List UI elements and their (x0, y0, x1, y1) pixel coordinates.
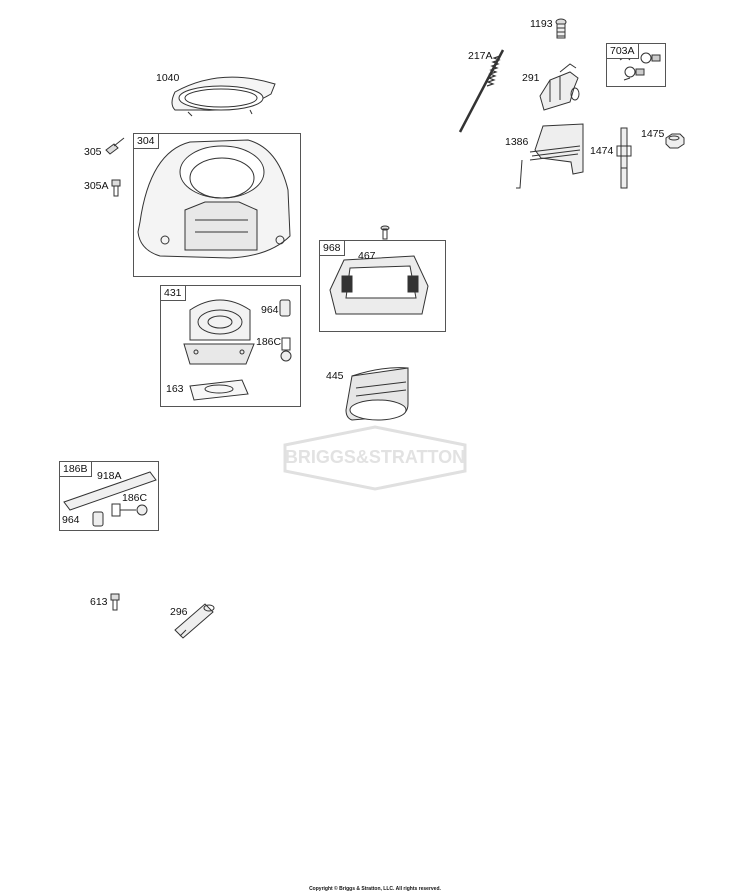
part-label-964-b: 964 (62, 514, 80, 526)
part-label-918A: 918A (97, 470, 122, 482)
part-1040-ring (171, 76, 276, 117)
part-label-445: 445 (326, 370, 344, 382)
part-label-1474: 1474 (590, 145, 614, 157)
group-label-186B: 186B (59, 461, 92, 477)
group-box-304: 304 (133, 133, 301, 277)
part-label-964-a: 964 (261, 304, 279, 316)
part-186C-fitting-b (111, 503, 148, 517)
part-296-shaft (174, 603, 215, 639)
part-964-spacer-a (279, 299, 291, 317)
group-label-703A: 703A (606, 43, 639, 59)
part-label-217A: 217A (468, 50, 493, 62)
part-217A-link-rod (458, 49, 505, 133)
group-box-186B: 186B (59, 461, 159, 531)
group-label-431: 431 (160, 285, 186, 301)
part-613-screw (110, 593, 120, 611)
part-163-gasket (189, 379, 249, 401)
part-918A-hose (63, 471, 157, 511)
part-305-screw (105, 137, 125, 155)
group-box-431: 431 (160, 285, 301, 407)
part-1474-shaft (616, 127, 632, 189)
group-box-968: 968 (319, 240, 446, 332)
part-968-cover (329, 255, 429, 315)
part-964-spacer-b (92, 511, 104, 527)
part-186C-fitting-a (280, 337, 292, 362)
part-431-base (183, 299, 255, 365)
part-label-613: 613 (90, 596, 108, 608)
part-label-1193: 1193 (530, 18, 553, 30)
part-label-1040: 1040 (156, 72, 180, 84)
group-label-968: 968 (319, 240, 345, 256)
part-291-bracket (539, 63, 580, 111)
part-1193-screw (555, 18, 567, 39)
part-label-291: 291 (522, 72, 540, 84)
part-1386-baffle (516, 123, 584, 189)
watermark-text: BRIGGS&STRATTON (285, 447, 465, 467)
part-304-blower-housing (137, 139, 291, 259)
copyright-notice: Copyright © Briggs & Stratton, LLC. All … (309, 886, 441, 892)
part-label-1475: 1475 (641, 128, 665, 140)
part-467-screw (380, 225, 390, 240)
part-305A-screw (111, 179, 121, 197)
part-label-186C-b: 186C (122, 492, 148, 504)
group-box-703A: 703A (606, 43, 666, 87)
part-label-305A: 305A (84, 180, 109, 192)
part-label-163: 163 (166, 383, 184, 395)
part-label-186C-a: 186C (256, 336, 282, 348)
part-1475-nut (665, 133, 685, 149)
part-label-1386: 1386 (505, 136, 529, 148)
part-label-467: 467 (358, 250, 376, 262)
group-label-304: 304 (133, 133, 159, 149)
brand-watermark: BRIGGS&STRATTON (283, 425, 467, 491)
part-label-305: 305 (84, 146, 102, 158)
part-label-296: 296 (170, 606, 188, 618)
part-445-filter (345, 367, 409, 421)
